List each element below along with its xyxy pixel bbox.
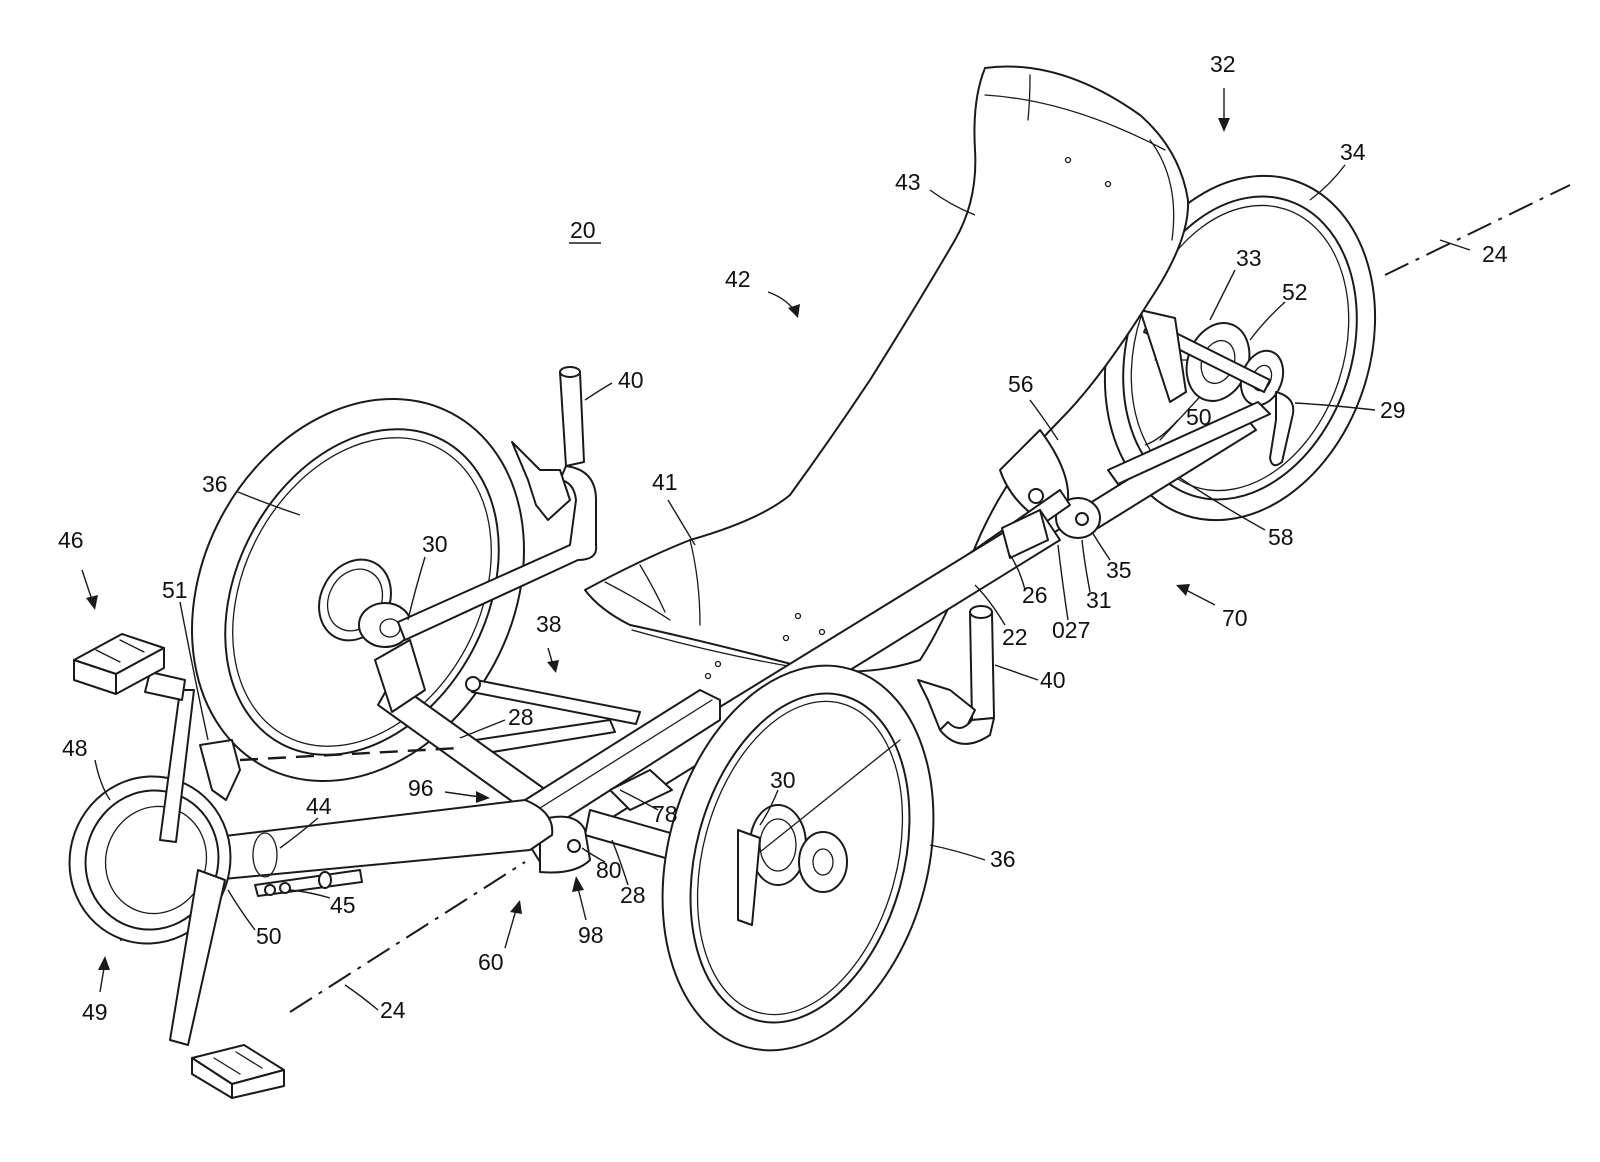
label-42: 42 bbox=[725, 266, 751, 292]
label-26: 26 bbox=[1022, 582, 1048, 608]
label-70: 70 bbox=[1222, 605, 1248, 631]
label-60: 60 bbox=[478, 949, 504, 975]
rear-swing-arm bbox=[1055, 309, 1295, 539]
left-front-wheel bbox=[191, 398, 525, 782]
label-40-right: 40 bbox=[1040, 667, 1066, 693]
label-24-right: 24 bbox=[1482, 241, 1508, 267]
label-50-right: 50 bbox=[1186, 404, 1212, 430]
label-35: 35 bbox=[1106, 557, 1132, 583]
label-96: 96 bbox=[408, 775, 434, 801]
seat bbox=[584, 65, 1190, 680]
right-handlebar bbox=[917, 605, 995, 745]
label-78: 78 bbox=[652, 801, 678, 827]
label-51: 51 bbox=[162, 577, 188, 603]
label-58: 58 bbox=[1268, 524, 1294, 550]
label-24-left: 24 bbox=[380, 997, 406, 1023]
label-43: 43 bbox=[895, 169, 921, 195]
rear-pivot bbox=[1001, 509, 1049, 559]
label-48: 48 bbox=[62, 735, 88, 761]
label-28-lower: 28 bbox=[620, 882, 646, 908]
front-derailleur bbox=[199, 739, 241, 801]
label-45: 45 bbox=[330, 892, 356, 918]
reference-numerals: 20 32 34 24 43 42 33 52 40 56 29 50 36 4… bbox=[58, 51, 1508, 1025]
label-80: 80 bbox=[596, 857, 622, 883]
label-41: 41 bbox=[652, 469, 678, 495]
right-front-wheel bbox=[661, 664, 935, 1052]
label-52: 52 bbox=[1282, 279, 1308, 305]
label-34: 34 bbox=[1340, 139, 1366, 165]
label-30-right: 30 bbox=[770, 767, 796, 793]
label-32: 32 bbox=[1210, 51, 1236, 77]
label-36-right: 36 bbox=[990, 846, 1016, 872]
label-56: 56 bbox=[1008, 371, 1034, 397]
label-31: 31 bbox=[1086, 587, 1112, 613]
label-40-top: 40 bbox=[618, 367, 644, 393]
label-22: 22 bbox=[1002, 624, 1028, 650]
label-44: 44 bbox=[306, 793, 332, 819]
label-28-upper: 28 bbox=[508, 704, 534, 730]
label-49: 49 bbox=[82, 999, 108, 1025]
label-36-left: 36 bbox=[202, 471, 228, 497]
label-38: 38 bbox=[536, 611, 562, 637]
label-50-left: 50 bbox=[256, 923, 282, 949]
label-027: 027 bbox=[1052, 617, 1090, 643]
chainring-crankset bbox=[68, 633, 285, 1099]
direction-arrows bbox=[81, 88, 1230, 993]
label-46: 46 bbox=[58, 527, 84, 553]
label-29: 29 bbox=[1380, 397, 1406, 423]
label-33: 33 bbox=[1236, 245, 1262, 271]
label-98: 98 bbox=[578, 922, 604, 948]
left-handlebar bbox=[397, 366, 598, 641]
leader-lines bbox=[94, 164, 1471, 1011]
label-30-left: 30 bbox=[422, 531, 448, 557]
label-20: 20 bbox=[570, 217, 596, 243]
